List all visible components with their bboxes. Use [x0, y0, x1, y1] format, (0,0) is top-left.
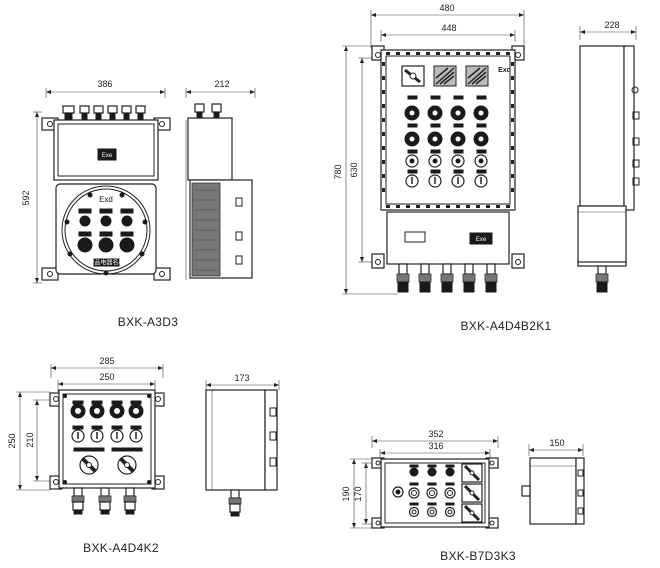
- dim-c-inner-width: 250: [99, 372, 114, 382]
- model-label-b: BXK-A4D4B2K1: [461, 319, 552, 333]
- indicator-lamps: [77, 208, 135, 253]
- dim-b-outer-width: 480: [439, 3, 454, 13]
- model-label-c: BXK-A4D4K2: [83, 541, 159, 555]
- dim-c-side: 173: [234, 373, 249, 383]
- dim-a-side: 212: [214, 79, 229, 89]
- dim-d-outer-width: 352: [428, 429, 443, 439]
- marking-exd: Exd: [99, 195, 113, 204]
- bxk-b7d3k3-side-view: 150: [521, 438, 585, 525]
- bxk-a4d4b2k1-front-view: 480 448 780 630: [333, 3, 525, 295]
- control-grid: [404, 95, 489, 188]
- nameplate: 产品电器名称: [88, 259, 124, 267]
- dim-a-width: 386: [97, 79, 112, 89]
- dim-a-height: 592: [21, 190, 31, 205]
- bxk-a3d3-front-view: 386 592: [21, 79, 171, 284]
- dim-d-side: 150: [549, 438, 564, 448]
- dim-d-height-outer: 190: [341, 486, 351, 501]
- dim-d-inner-width: 316: [428, 441, 443, 451]
- dim-c-outer-width: 285: [99, 356, 114, 366]
- bxk-a4d4k2-front-view: 285 250 250 210: [7, 356, 165, 515]
- bottom-cable-glands: [396, 263, 498, 293]
- dim-b-side: 228: [604, 20, 619, 30]
- dim-c-height-outer: 250: [7, 433, 17, 448]
- dim-d-height-inner: 170: [353, 486, 363, 501]
- control-grid-d: [392, 464, 456, 518]
- dim-c-height-inner: 210: [25, 432, 35, 447]
- rotary-switches: [73, 447, 143, 475]
- control-grid-c: [70, 400, 144, 443]
- rotary-switches-d: [461, 463, 483, 523]
- model-label-d: BXK-B7D3K3: [440, 549, 516, 563]
- bxk-a4d4k2-side-view: 173: [205, 373, 280, 517]
- bxk-b7d3k3-front-view: 352 316 190 170: [341, 429, 499, 529]
- model-label-a: BXK-A3D3: [118, 315, 178, 329]
- dim-b-height-outer: 780: [333, 164, 343, 179]
- bxk-a3d3-side-view: 212: [185, 79, 256, 280]
- marking-exe-b: Exe: [476, 237, 487, 243]
- marking-exe: Exe: [102, 153, 113, 159]
- dim-b-inner-width: 448: [441, 23, 456, 33]
- dim-b-height-inner: 630: [349, 162, 359, 177]
- bottom-glands-c: [71, 487, 137, 515]
- bxk-a4d4b2k1-side-view: 228: [577, 20, 640, 293]
- marking-exd-b: Exd: [498, 67, 511, 74]
